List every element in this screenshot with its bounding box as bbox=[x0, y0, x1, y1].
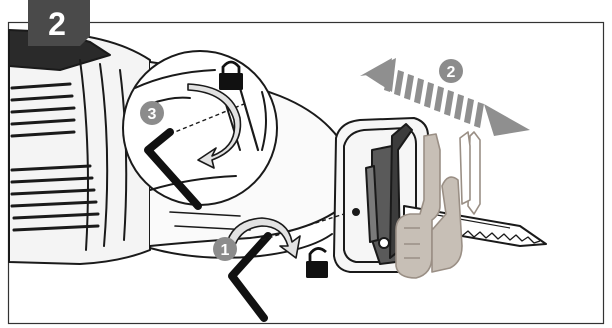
callout-2-number: 2 bbox=[447, 64, 456, 81]
step-number: 2 bbox=[48, 6, 66, 42]
callout-3: 3 bbox=[140, 101, 164, 125]
callout-2: 2 bbox=[439, 59, 463, 83]
callout-3-number: 3 bbox=[148, 106, 157, 123]
callout-1-number: 1 bbox=[221, 242, 230, 259]
step-badge: 2 bbox=[28, 0, 90, 46]
zoom-detail-circle bbox=[123, 51, 277, 205]
callout-1: 1 bbox=[213, 237, 237, 261]
